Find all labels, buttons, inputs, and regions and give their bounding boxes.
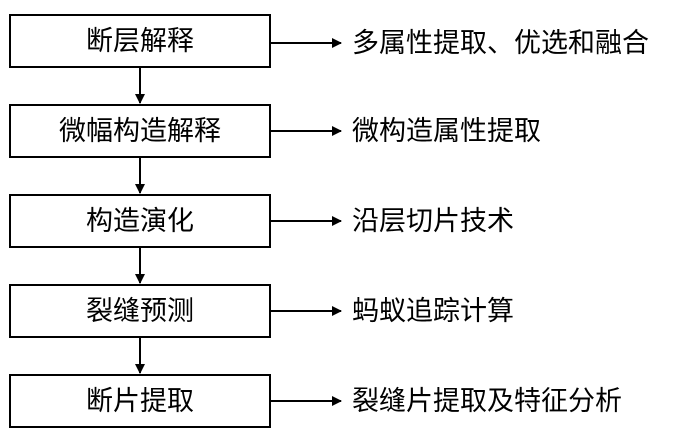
step-note: 沿层切片技术 (352, 201, 514, 241)
step-note-text: 沿层切片技术 (352, 205, 514, 237)
step-note-text: 蚂蚁追踪计算 (352, 295, 514, 327)
step-label: 裂缝预测 (86, 295, 194, 327)
step-note-text: 裂缝片提取及特征分析 (352, 385, 622, 417)
step-note: 裂缝片提取及特征分析 (352, 381, 622, 421)
step-note-text: 微构造属性提取 (352, 115, 541, 147)
step-note: 多属性提取、优选和融合 (352, 23, 649, 63)
step-box-micro-structure-interpretation: 微幅构造解释 (9, 104, 271, 158)
step-note-text: 多属性提取、优选和融合 (352, 27, 649, 59)
step-box-fault-interpretation: 断层解释 (9, 14, 271, 68)
step-box-fracture-prediction: 裂缝预测 (9, 284, 271, 338)
step-box-fault-slice-extraction: 断片提取 (9, 374, 271, 428)
step-label: 微幅构造解释 (59, 115, 221, 147)
step-label: 断层解释 (86, 25, 194, 57)
step-label: 断片提取 (86, 385, 194, 417)
step-note: 微构造属性提取 (352, 111, 541, 151)
step-label: 构造演化 (86, 205, 194, 237)
step-note: 蚂蚁追踪计算 (352, 291, 514, 331)
step-box-structural-evolution: 构造演化 (9, 194, 271, 248)
